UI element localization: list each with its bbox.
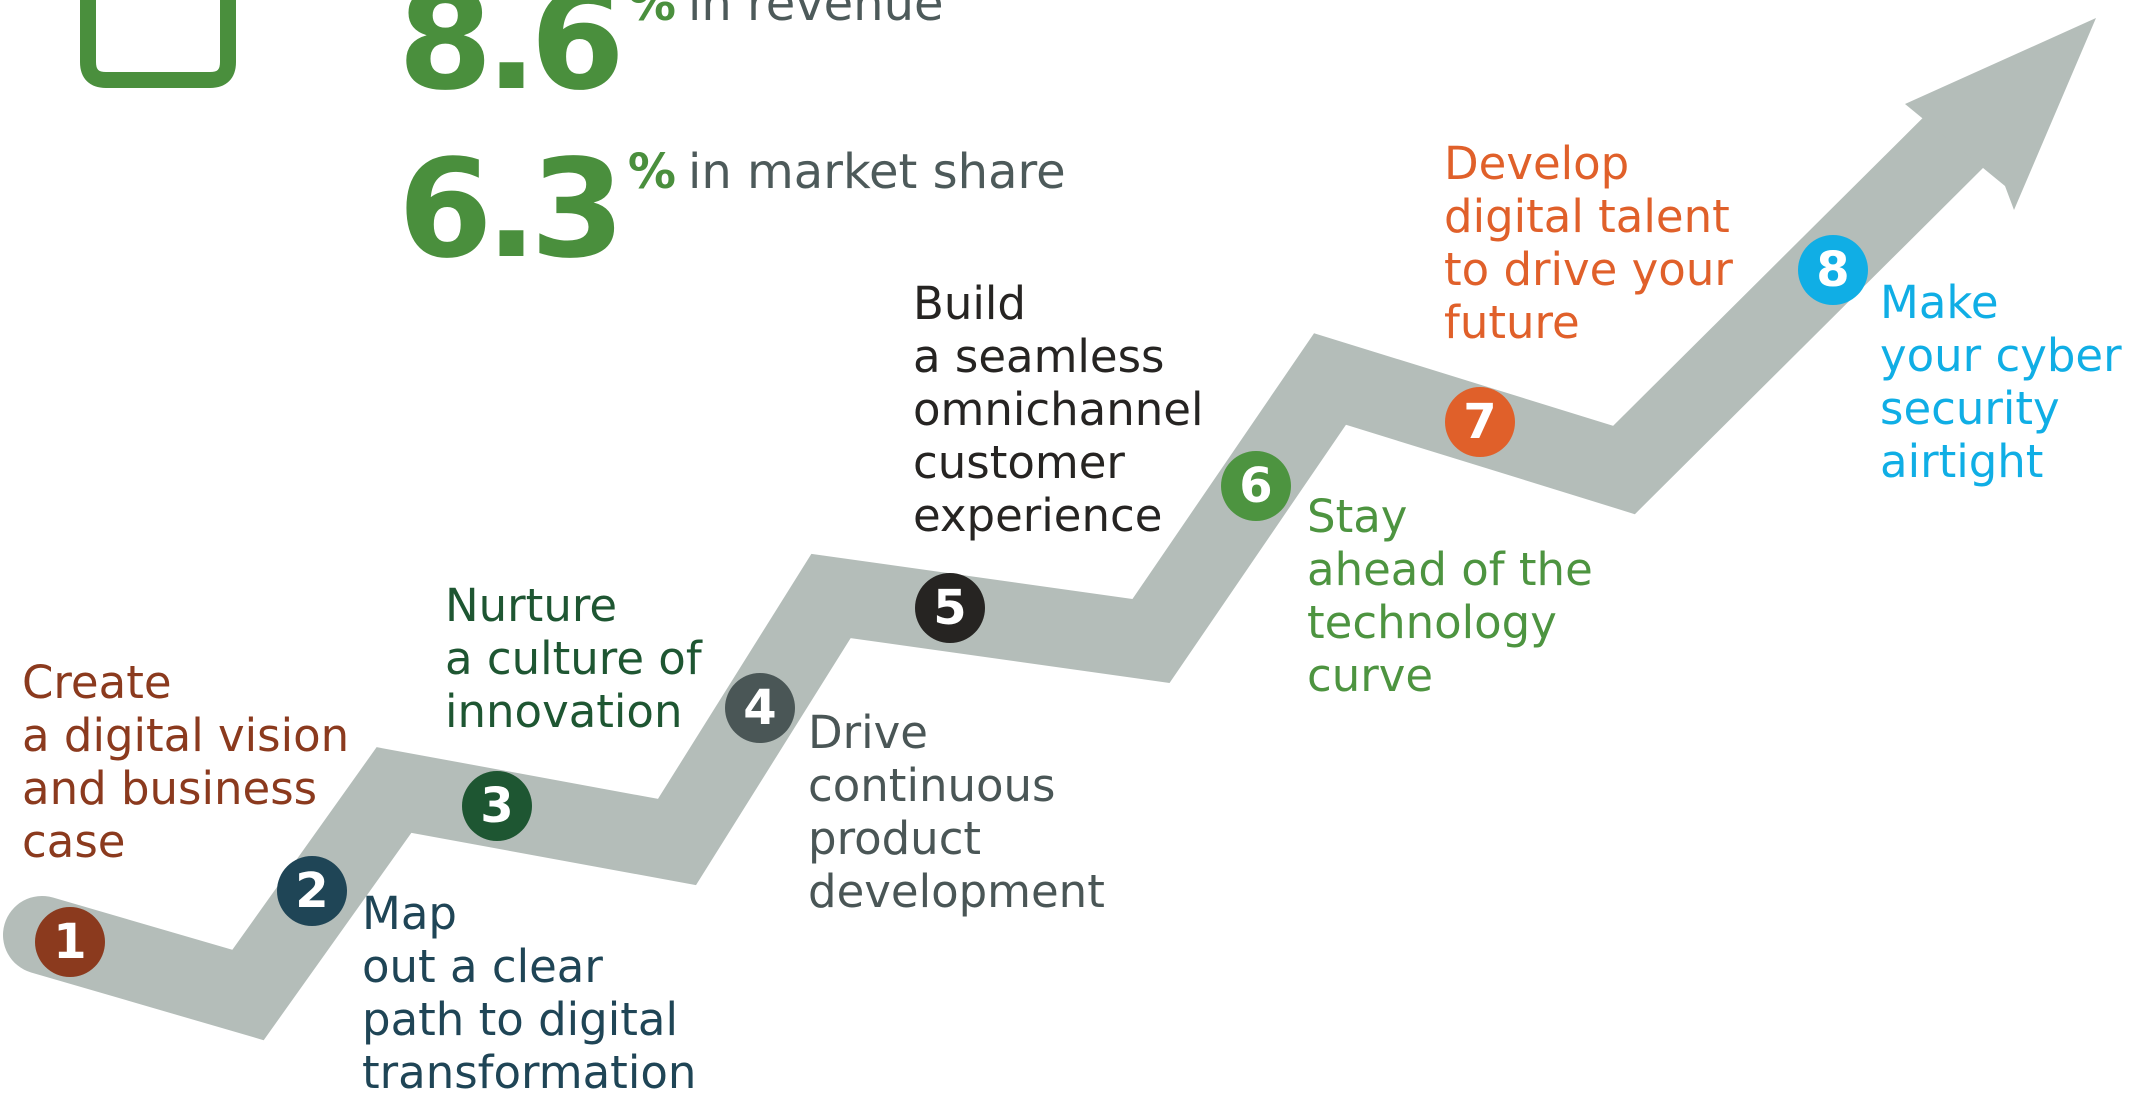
arrowhead-icon bbox=[1905, 18, 2096, 210]
step-6-badge: 6 bbox=[1221, 451, 1291, 521]
step-text-line: transformation bbox=[362, 1046, 697, 1099]
stat-unit: % bbox=[627, 144, 677, 200]
step-text-line: future bbox=[1444, 296, 1580, 349]
step-text-line: out a clear bbox=[362, 940, 603, 993]
step-6-text: Stay ahead of the technology curve bbox=[1307, 490, 1593, 702]
step-7-text: Develop digital talent to drive your fut… bbox=[1444, 137, 1733, 349]
step-text-line: curve bbox=[1307, 649, 1434, 702]
stat-label: in market share bbox=[688, 144, 1066, 200]
step-5-text: Build a seamless omnichannel customer ex… bbox=[913, 277, 1203, 542]
step-text-line: continuous bbox=[808, 759, 1056, 812]
stat-value: 8.6 bbox=[398, 0, 625, 121]
step-1-text: Create a digital vision and business cas… bbox=[22, 656, 349, 868]
step-text-line: omnichannel bbox=[913, 383, 1204, 436]
step-text-line: a digital vision bbox=[22, 709, 350, 762]
step-text-line: product bbox=[808, 812, 982, 865]
step-text-line: a culture of bbox=[445, 632, 702, 685]
step-3-badge: 3 bbox=[462, 771, 532, 841]
step-text-line: Build bbox=[913, 277, 1026, 330]
step-8-text: Make your cyber security airtight bbox=[1880, 276, 2122, 488]
step-2-badge: 2 bbox=[277, 856, 347, 926]
step-text-line: a seamless bbox=[913, 330, 1165, 383]
roadmap-path bbox=[3, 75, 2021, 1041]
step-2-text: Map out a clear path to digital transfor… bbox=[362, 887, 696, 1099]
step-text-line: development bbox=[808, 865, 1105, 918]
market-share-stat: 6.3 % in market share bbox=[398, 142, 1066, 278]
revenue-stat: 8.6 % in revenue bbox=[398, 0, 944, 110]
step-text-line: customer bbox=[913, 436, 1125, 489]
step-text-line: Create bbox=[22, 656, 172, 709]
step-text-line: technology bbox=[1307, 596, 1557, 649]
step-text-line: security bbox=[1880, 382, 2060, 435]
step-text-line: case bbox=[22, 815, 126, 868]
step-text-line: your cyber bbox=[1880, 329, 2122, 382]
step-8-badge: 8 bbox=[1798, 235, 1868, 305]
step-text-line: Make bbox=[1880, 276, 1999, 329]
step-text-line: and business bbox=[22, 762, 318, 815]
step-7-badge: 7 bbox=[1445, 387, 1515, 457]
step-5-badge: 5 bbox=[915, 573, 985, 643]
step-1-badge: 1 bbox=[35, 907, 105, 977]
step-text-line: Map bbox=[362, 887, 457, 940]
step-text-line: path to digital bbox=[362, 993, 678, 1046]
step-text-line: experience bbox=[913, 489, 1163, 542]
step-text-line: Develop bbox=[1444, 137, 1630, 190]
step-text-line: ahead of the bbox=[1307, 543, 1593, 596]
step-text-line: digital talent bbox=[1444, 190, 1730, 243]
logo-icon bbox=[80, 0, 236, 88]
step-text-line: to drive your bbox=[1444, 243, 1733, 296]
step-text-line: innovation bbox=[445, 685, 683, 738]
step-4-badge: 4 bbox=[725, 673, 795, 743]
step-text-line: Drive bbox=[808, 706, 928, 759]
step-4-text: Drive continuous product development bbox=[808, 706, 1105, 918]
step-text-line: Stay bbox=[1307, 490, 1408, 543]
step-text-line: Nurture bbox=[445, 579, 618, 632]
step-text-line: airtight bbox=[1880, 435, 2044, 488]
stat-unit: % bbox=[627, 0, 677, 32]
stat-value: 6.3 bbox=[398, 131, 625, 289]
stat-label: in revenue bbox=[688, 0, 944, 32]
step-3-text: Nurture a culture of innovation bbox=[445, 579, 702, 738]
